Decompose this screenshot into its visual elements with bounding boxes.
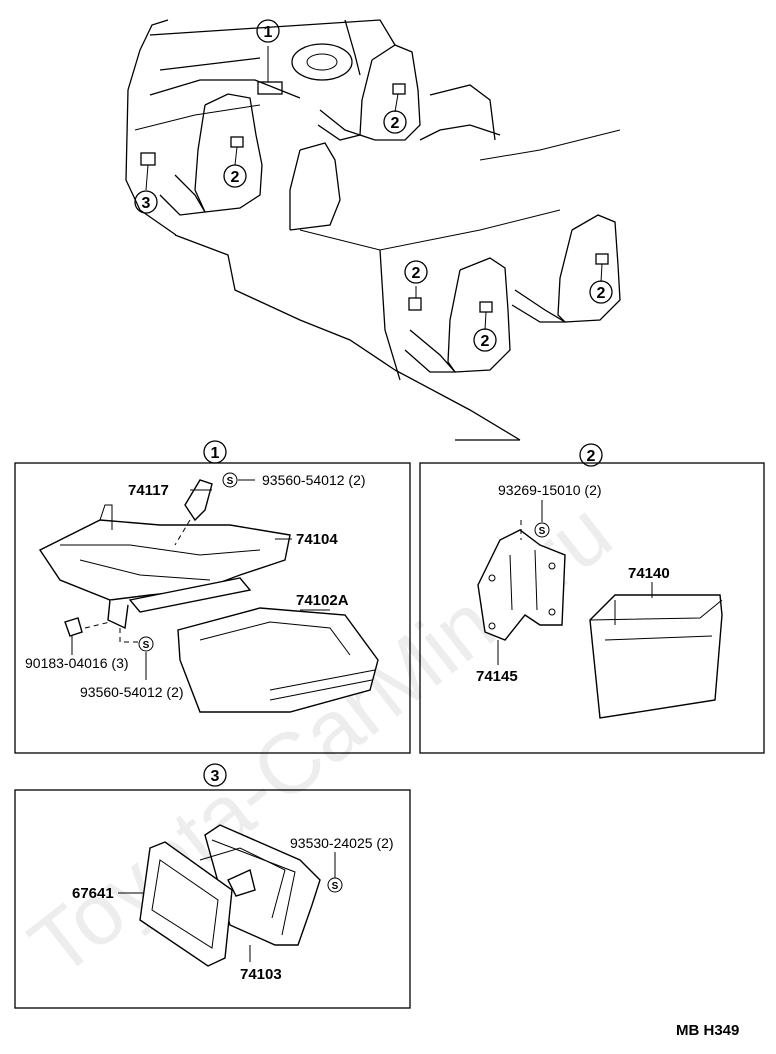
label-90183: 90183-04016 (3): [25, 655, 129, 671]
callout-circle-2a: [223, 164, 247, 188]
callout-number-2d: 2: [481, 333, 490, 350]
part-74145-bracket: [477, 529, 566, 641]
callout-circle-1: [256, 19, 280, 43]
callout-circle-2e: [589, 280, 613, 304]
part-90183-clip: [64, 617, 83, 637]
label-74140: 74140: [628, 565, 670, 582]
diagram-code: MB H349: [676, 1022, 739, 1039]
part-74103-housing: [204, 824, 321, 946]
box-1-title-circle: [203, 440, 227, 464]
screw-symbol-box2-label: S: [539, 526, 546, 537]
box-1-title: 1: [211, 445, 220, 462]
callout-number-2a: 2: [231, 169, 240, 186]
label-74117: 74117: [128, 482, 169, 499]
box-3-frame: [14, 789, 411, 1009]
label-93560-top: 93560-54012 (2): [262, 472, 366, 488]
box-2-frame: [419, 462, 765, 754]
box-3-title-circle: [203, 763, 227, 787]
detail-box-1: 1 S S 74117 93560-54012 (: [14, 440, 411, 754]
detail-box-3: 3 S 93530-24025 (2) 67641 74103: [14, 763, 411, 1009]
callout-circle-2b: [383, 110, 407, 134]
vehicle-interior-overview: [125, 19, 621, 441]
callout-circle-2c: [404, 260, 428, 284]
callout-circle-3: [134, 190, 158, 214]
screw-symbol-box2: [534, 522, 550, 538]
overview-callouts: 1 2 2 3 2 2 2: [134, 19, 613, 352]
callout-number-1: 1: [264, 24, 273, 41]
callout-number-3: 3: [142, 195, 151, 212]
callout-number-2e: 2: [597, 285, 606, 302]
label-74104: 74104: [296, 531, 338, 548]
label-74102A: 74102A: [296, 592, 349, 609]
ashtray-side-location: [140, 152, 156, 166]
part-67641-bezel: [139, 841, 233, 967]
label-93530: 93530-24025 (2): [290, 835, 394, 851]
ashtray-front-location: [257, 81, 283, 95]
part-74117-clip: [184, 479, 213, 522]
screw-symbol-box3-label: S: [332, 881, 339, 892]
screw-symbol-top: [222, 472, 238, 488]
callout-number-2b: 2: [391, 115, 400, 132]
box-3-title: 3: [211, 768, 220, 785]
box-2-title: 2: [587, 448, 596, 465]
part-74104-bracket: [38, 519, 291, 601]
detail-box-2: 2 S 93269-15010 (2) 74140 74145: [419, 443, 765, 754]
label-93560-bottom: 93560-54012 (2): [80, 684, 184, 700]
screw-symbol-bottom-label: S: [143, 640, 150, 651]
part-74140-ashtray: [589, 594, 723, 719]
label-93269: 93269-15010 (2): [498, 482, 602, 498]
screw-symbol-top-label: S: [227, 476, 234, 487]
label-67641: 67641: [72, 885, 114, 902]
label-74103: 74103: [240, 966, 282, 983]
screw-symbol-bottom: [138, 636, 154, 652]
part-74102A-tray: [177, 607, 379, 713]
label-74145: 74145: [476, 668, 518, 685]
callout-number-2c: 2: [412, 265, 421, 282]
box-2-title-circle: [579, 443, 603, 467]
callout-circle-2d: [473, 328, 497, 352]
